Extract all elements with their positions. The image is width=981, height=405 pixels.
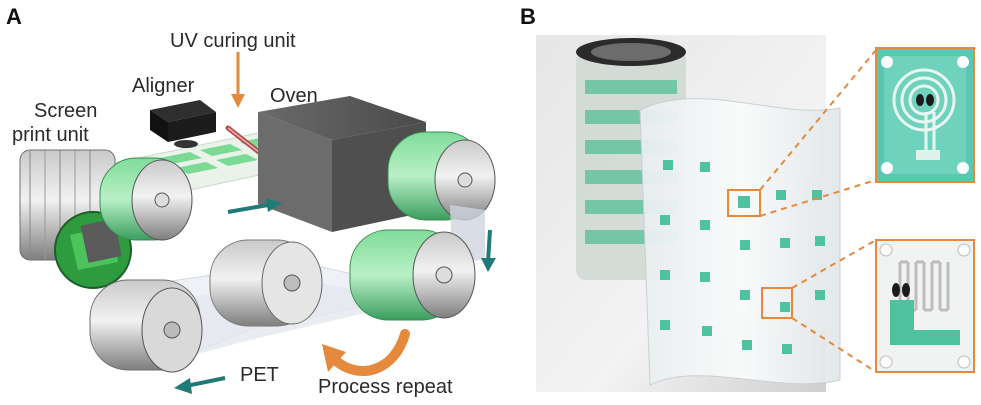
green-roller-right-top bbox=[387, 131, 496, 221]
sensor-grid bbox=[660, 160, 825, 354]
highlight-box-upper bbox=[727, 189, 761, 217]
inset-serpentine-sensor bbox=[875, 239, 975, 373]
flow-arrows bbox=[174, 198, 496, 394]
label-oven: Oven bbox=[270, 85, 318, 107]
inset-spiral-sensor bbox=[875, 47, 975, 183]
label-pet: PET bbox=[240, 364, 279, 386]
label-print-unit: print unit bbox=[12, 124, 89, 146]
label-process-repeat: Process repeat bbox=[318, 376, 453, 398]
panel-b-letter: B bbox=[520, 4, 536, 29]
white-roller-middle bbox=[209, 239, 323, 327]
panel-a-letter: A bbox=[6, 4, 22, 29]
green-roller-left bbox=[99, 157, 193, 241]
process-repeat-arrow bbox=[322, 329, 410, 376]
gray-roller-bottom-left bbox=[89, 279, 203, 373]
label-aligner: Aligner bbox=[132, 75, 195, 97]
label-uv-curing-unit: UV curing unit bbox=[170, 30, 296, 52]
highlight-box-lower bbox=[761, 287, 793, 319]
leader-lines bbox=[759, 49, 877, 373]
aligner-box bbox=[150, 100, 216, 148]
label-screen: Screen bbox=[34, 100, 98, 122]
uv-arrow bbox=[231, 52, 245, 108]
green-roller-right-bottom bbox=[349, 229, 476, 321]
